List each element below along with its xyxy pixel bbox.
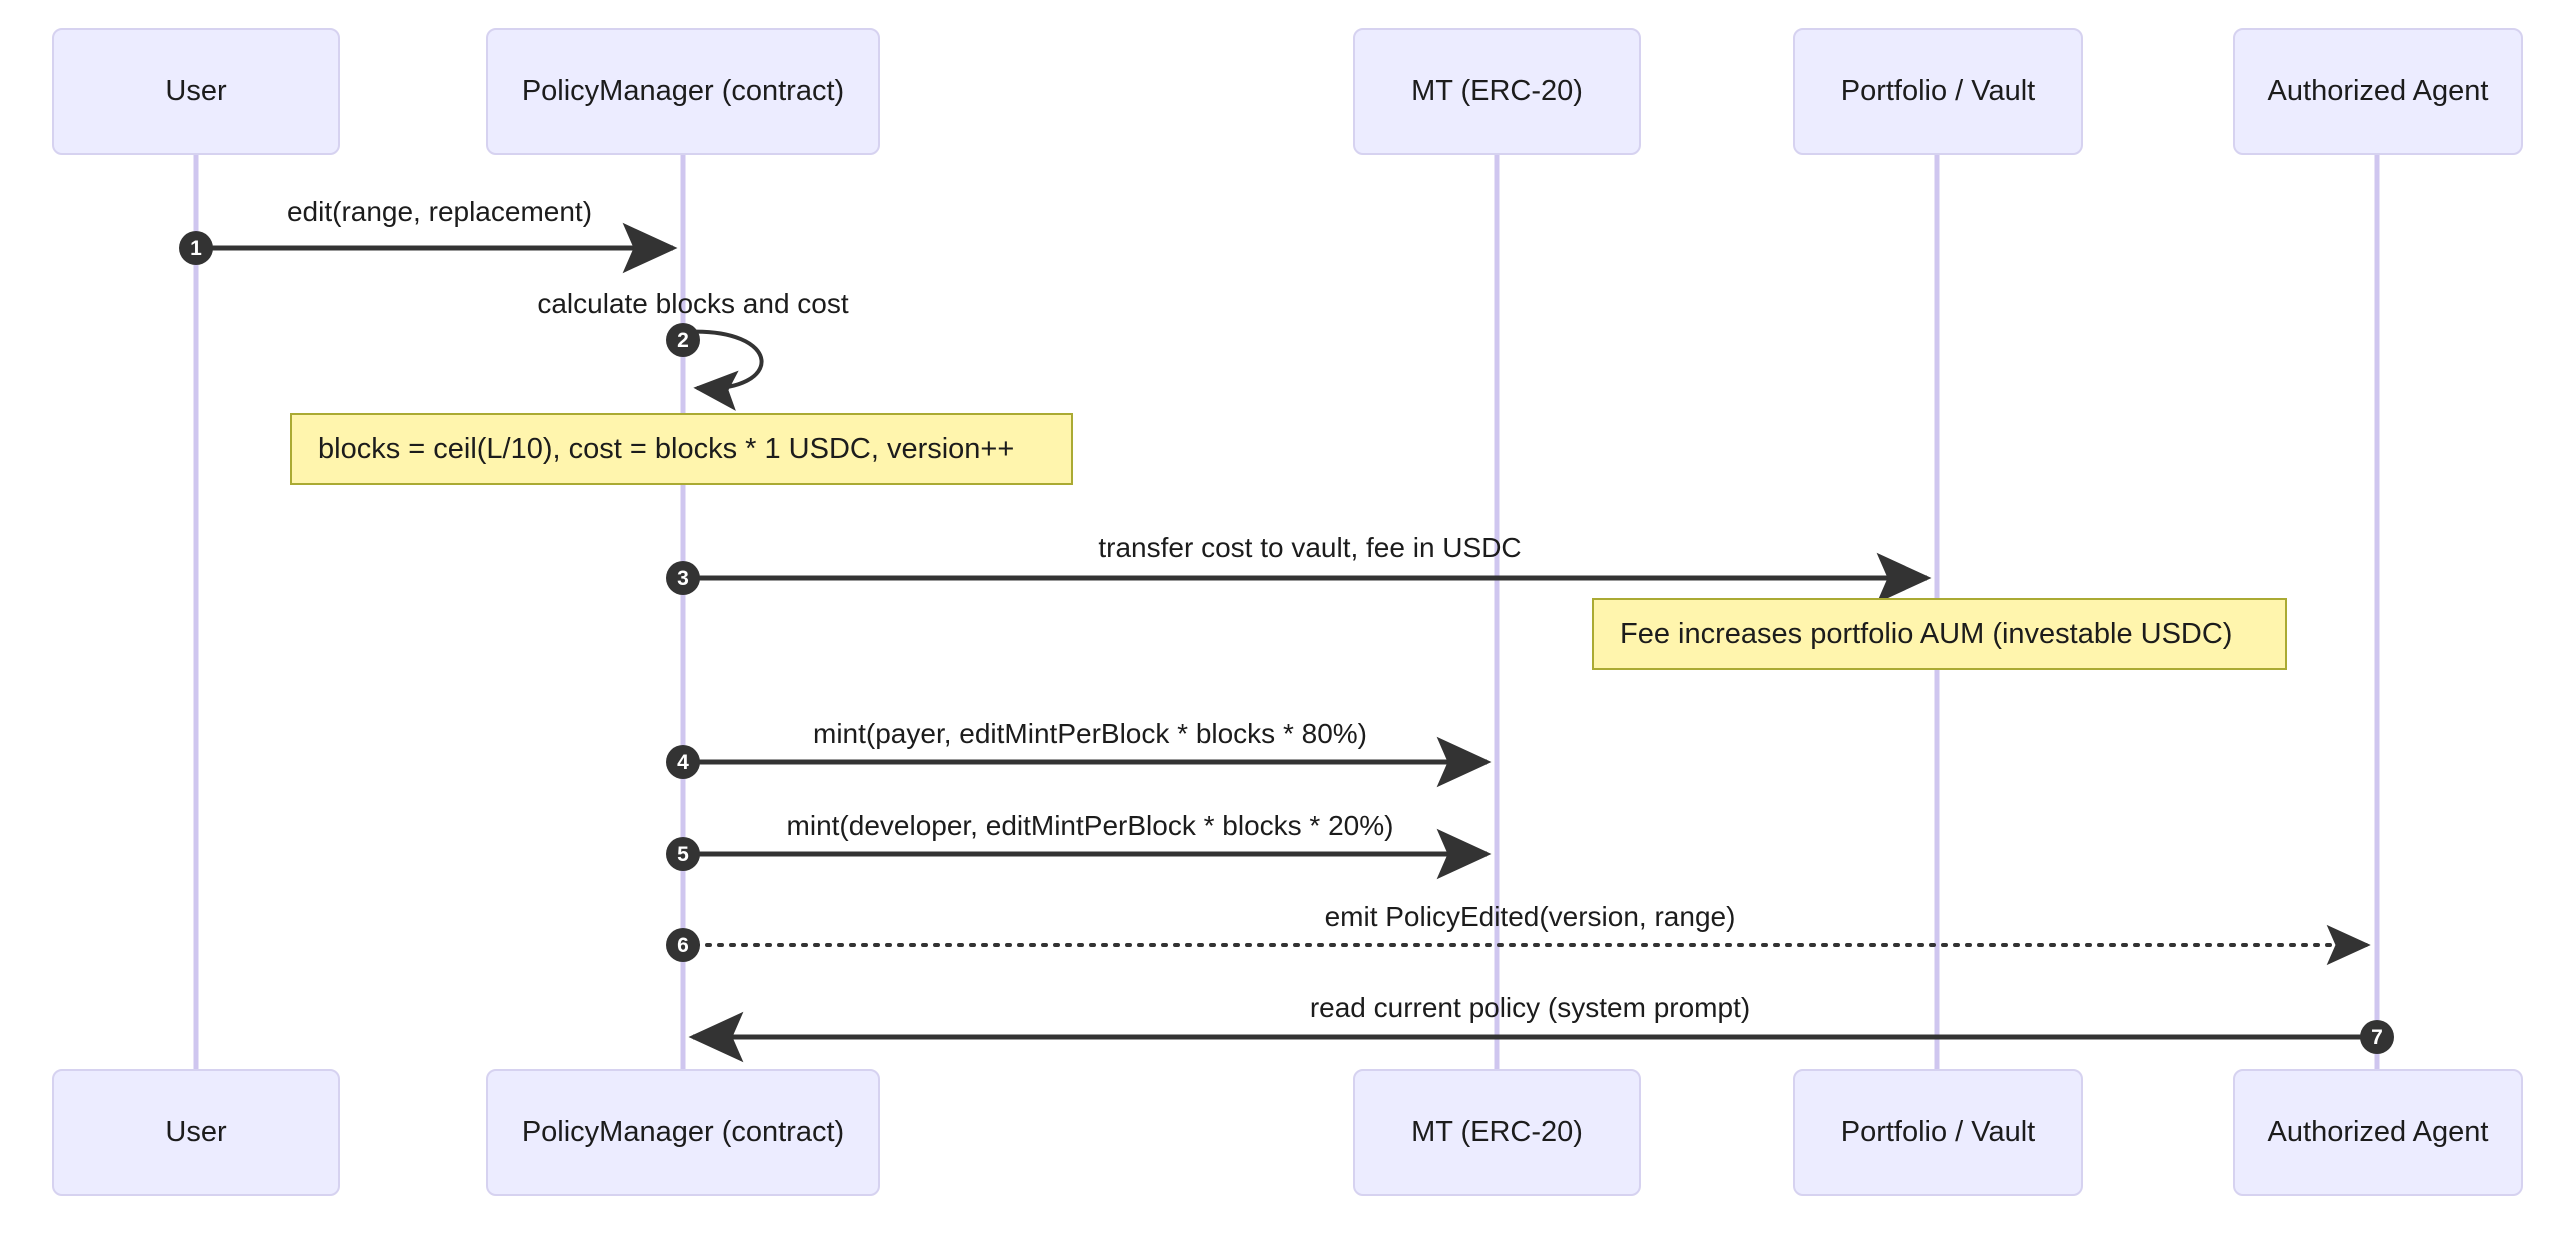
participant-box-mt-bottom[interactable]: MT (ERC-20) bbox=[1353, 1069, 1641, 1196]
participant-label-agent: Authorized Agent bbox=[2267, 75, 2489, 107]
note-blocks-cost-text: blocks = ceil(L/10), cost = blocks * 1 U… bbox=[318, 432, 1015, 465]
participant-label-mt: MT (ERC-20) bbox=[1411, 1116, 1583, 1148]
participant-box-vault-bottom[interactable]: Portfolio / Vault bbox=[1793, 1069, 2083, 1196]
participant-label-policymanager: PolicyManager (contract) bbox=[521, 75, 845, 107]
lifelines-group bbox=[193, 155, 2380, 1069]
message-arrow-2 bbox=[682, 329, 764, 411]
sequence-badge-2: 2 bbox=[666, 323, 700, 357]
sequence-badge-3: 3 bbox=[666, 561, 700, 595]
arrows-group bbox=[196, 222, 2377, 1063]
sequence-badge-6: 6 bbox=[666, 928, 700, 962]
message-label-1: edit(range, replacement) bbox=[286, 196, 593, 227]
participant-label-vault: Portfolio / Vault bbox=[1840, 1116, 2036, 1148]
message-label-3: transfer cost to vault, fee in USDC bbox=[1098, 532, 1522, 563]
message-label-4: mint(payer, editMintPerBlock * blocks * … bbox=[813, 718, 1367, 749]
note-blocks-cost: blocks = ceil(L/10), cost = blocks * 1 U… bbox=[290, 413, 1073, 485]
participant-box-agent-bottom[interactable]: Authorized Agent bbox=[2233, 1069, 2523, 1196]
participant-box-policymanager-bottom[interactable]: PolicyManager (contract) bbox=[486, 1069, 880, 1196]
participant-box-user-bottom[interactable]: User bbox=[52, 1069, 340, 1196]
participant-label-agent: Authorized Agent bbox=[2267, 1116, 2489, 1148]
participant-box-user-top[interactable]: User bbox=[52, 28, 340, 155]
message-label-5: mint(developer, editMintPerBlock * block… bbox=[786, 810, 1394, 841]
sequence-badge-4: 4 bbox=[666, 745, 700, 779]
message-label-7: read current policy (system prompt) bbox=[1309, 992, 1751, 1023]
sequence-badge-5: 5 bbox=[666, 837, 700, 871]
participant-label-vault: Portfolio / Vault bbox=[1840, 75, 2036, 107]
message-label-2: calculate blocks and cost bbox=[537, 288, 849, 319]
participant-label-user: User bbox=[165, 75, 227, 107]
sequence-badge-1: 1 bbox=[179, 231, 213, 265]
participant-label-user: User bbox=[165, 1116, 227, 1148]
participant-box-agent-top[interactable]: Authorized Agent bbox=[2233, 28, 2523, 155]
message-label-6: emit PolicyEdited(version, range) bbox=[1324, 901, 1736, 932]
sequence-badge-7: 7 bbox=[2360, 1020, 2394, 1054]
participant-box-vault-top[interactable]: Portfolio / Vault bbox=[1793, 28, 2083, 155]
note-fee-aum: Fee increases portfolio AUM (investable … bbox=[1592, 598, 2287, 670]
participant-box-policymanager-top[interactable]: PolicyManager (contract) bbox=[486, 28, 880, 155]
participant-label-mt: MT (ERC-20) bbox=[1411, 75, 1583, 107]
participant-label-policymanager: PolicyManager (contract) bbox=[521, 1116, 845, 1148]
participant-box-mt-top[interactable]: MT (ERC-20) bbox=[1353, 28, 1641, 155]
note-fee-aum-text: Fee increases portfolio AUM (investable … bbox=[1620, 617, 2233, 650]
